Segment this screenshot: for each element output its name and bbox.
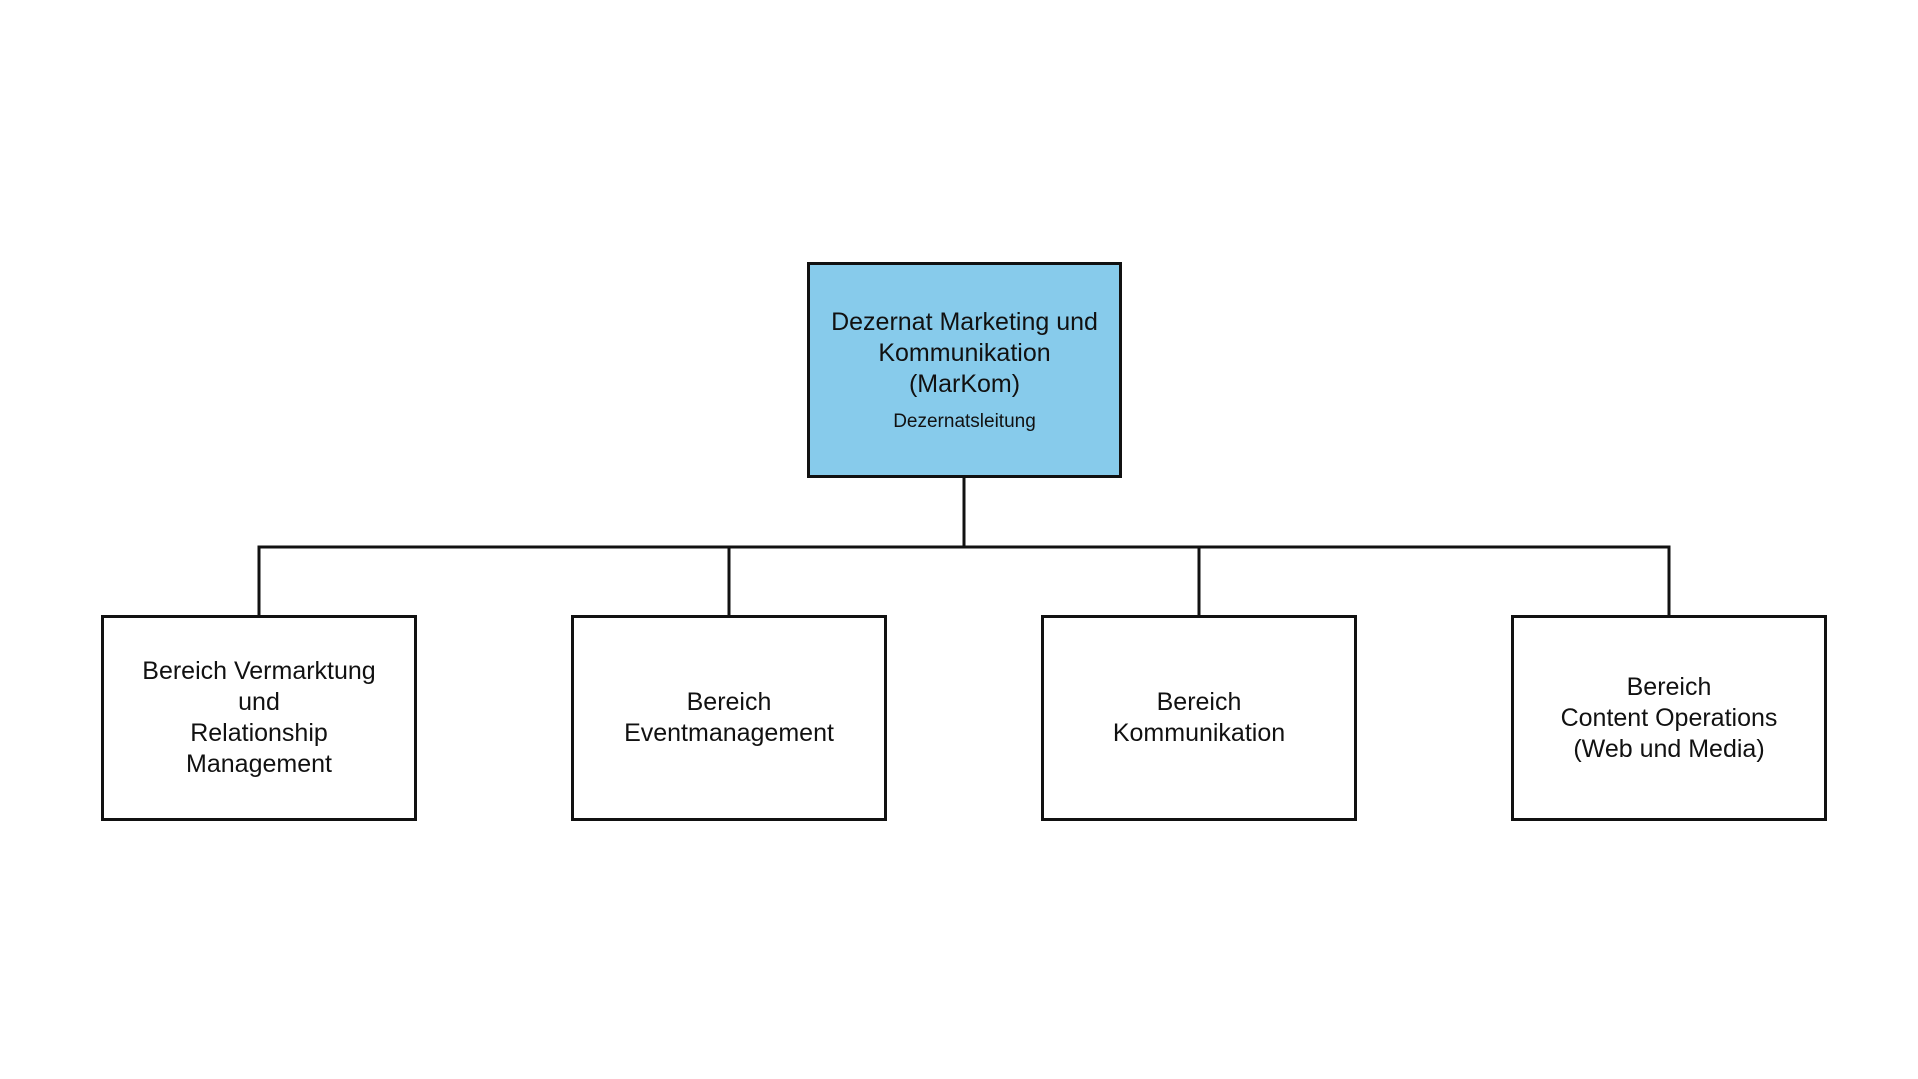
org-unit-bereich-vermarktung: Bereich Vermarktung und Relationship Man… bbox=[101, 615, 417, 821]
unit-label-line-2: und bbox=[238, 688, 280, 716]
unit-label-line-3: (Web und Media) bbox=[1573, 734, 1765, 763]
org-unit-bereich-content-operations: Bereich Content Operations (Web und Medi… bbox=[1511, 615, 1827, 821]
root-title-line-3: (MarKom) bbox=[908, 369, 1021, 398]
unit-label-line-1: Bereich bbox=[1156, 688, 1242, 716]
org-unit-root-dezernat: Dezernat Marketing und Kommunikation (Ma… bbox=[807, 262, 1122, 478]
unit-label-line-3: Relationship bbox=[190, 719, 328, 747]
org-unit-bereich-eventmanagement: Bereich Eventmanagement bbox=[571, 615, 887, 821]
unit-label-line-1: Bereich bbox=[1626, 672, 1712, 701]
unit-label-line-1: Bereich Vermarktung bbox=[142, 657, 376, 685]
unit-label-line-4: Management bbox=[186, 750, 332, 778]
root-title-line-2: Kommunikation bbox=[878, 338, 1051, 367]
org-unit-bereich-kommunikation: Bereich Kommunikation bbox=[1041, 615, 1357, 821]
unit-label-line-2: Kommunikation bbox=[1112, 719, 1286, 747]
unit-label-line-1: Bereich bbox=[686, 688, 772, 716]
root-subtitle: Dezernatsleitung bbox=[893, 410, 1036, 432]
unit-label-line-2: Content Operations bbox=[1560, 703, 1778, 732]
root-title-line-1: Dezernat Marketing und bbox=[831, 307, 1098, 336]
unit-label-line-2: Eventmanagement bbox=[624, 719, 834, 747]
